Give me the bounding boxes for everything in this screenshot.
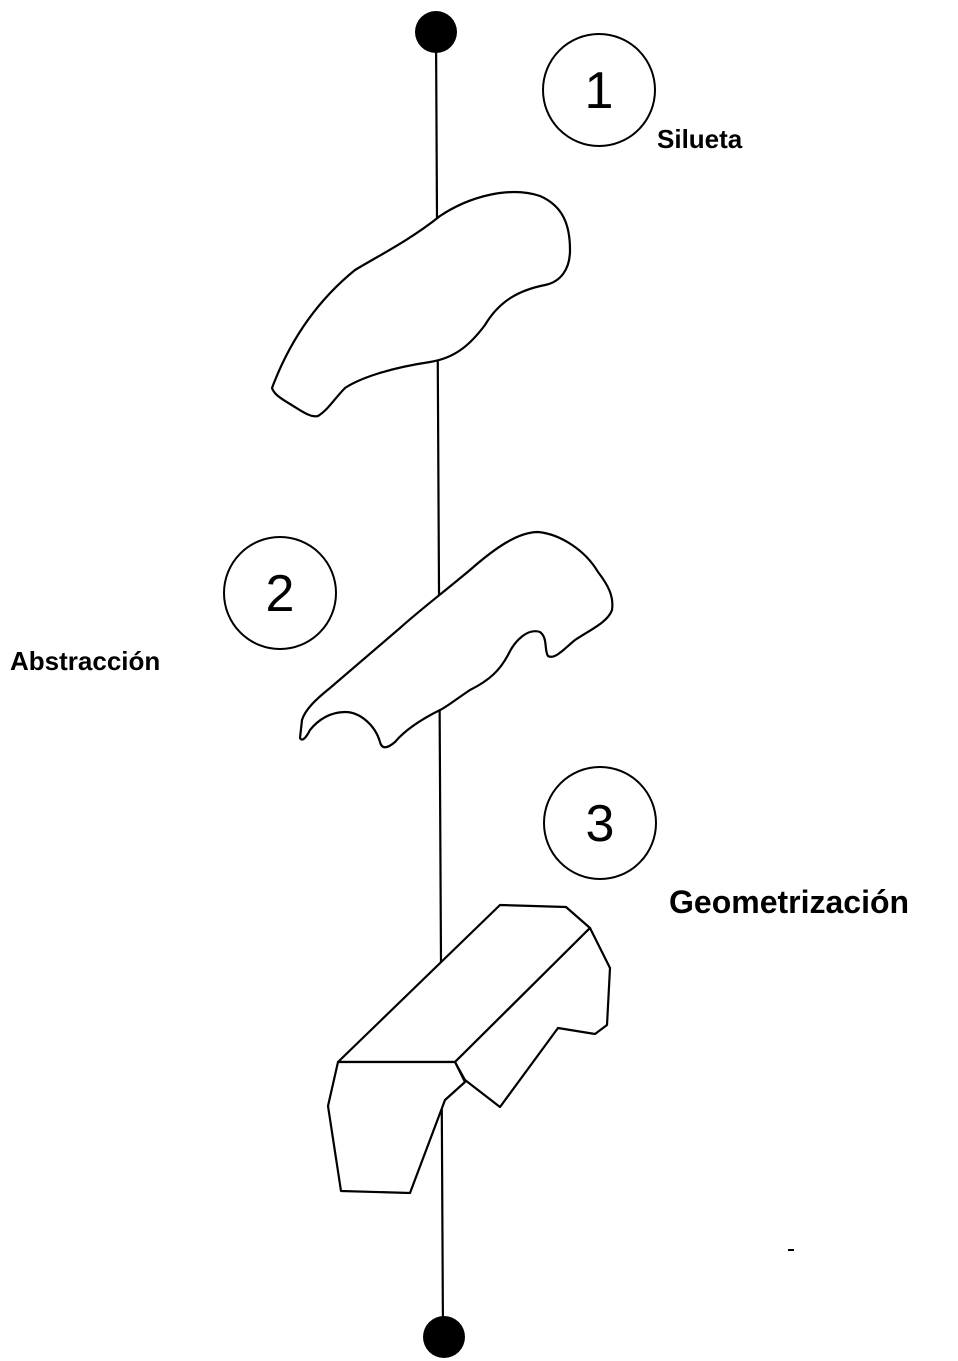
step-2-label: Abstracción [10,646,160,676]
axis-top-dot [415,11,457,53]
silhouette-shape [272,192,570,416]
step-1-label: Silueta [657,124,743,154]
step-3-badge: 3 [544,767,656,879]
step-3-number: 3 [586,795,615,853]
step-1-number: 1 [585,62,614,120]
abstraction-shape [300,532,612,747]
axis-bottom-dot [423,1316,465,1358]
step-3-label: Geometrización [669,884,909,920]
step-2-badge: 2 [224,537,336,649]
step-1-badge: 1 [543,34,655,146]
step-2-number: 2 [266,565,295,623]
geometrization-front-face [328,1062,465,1193]
